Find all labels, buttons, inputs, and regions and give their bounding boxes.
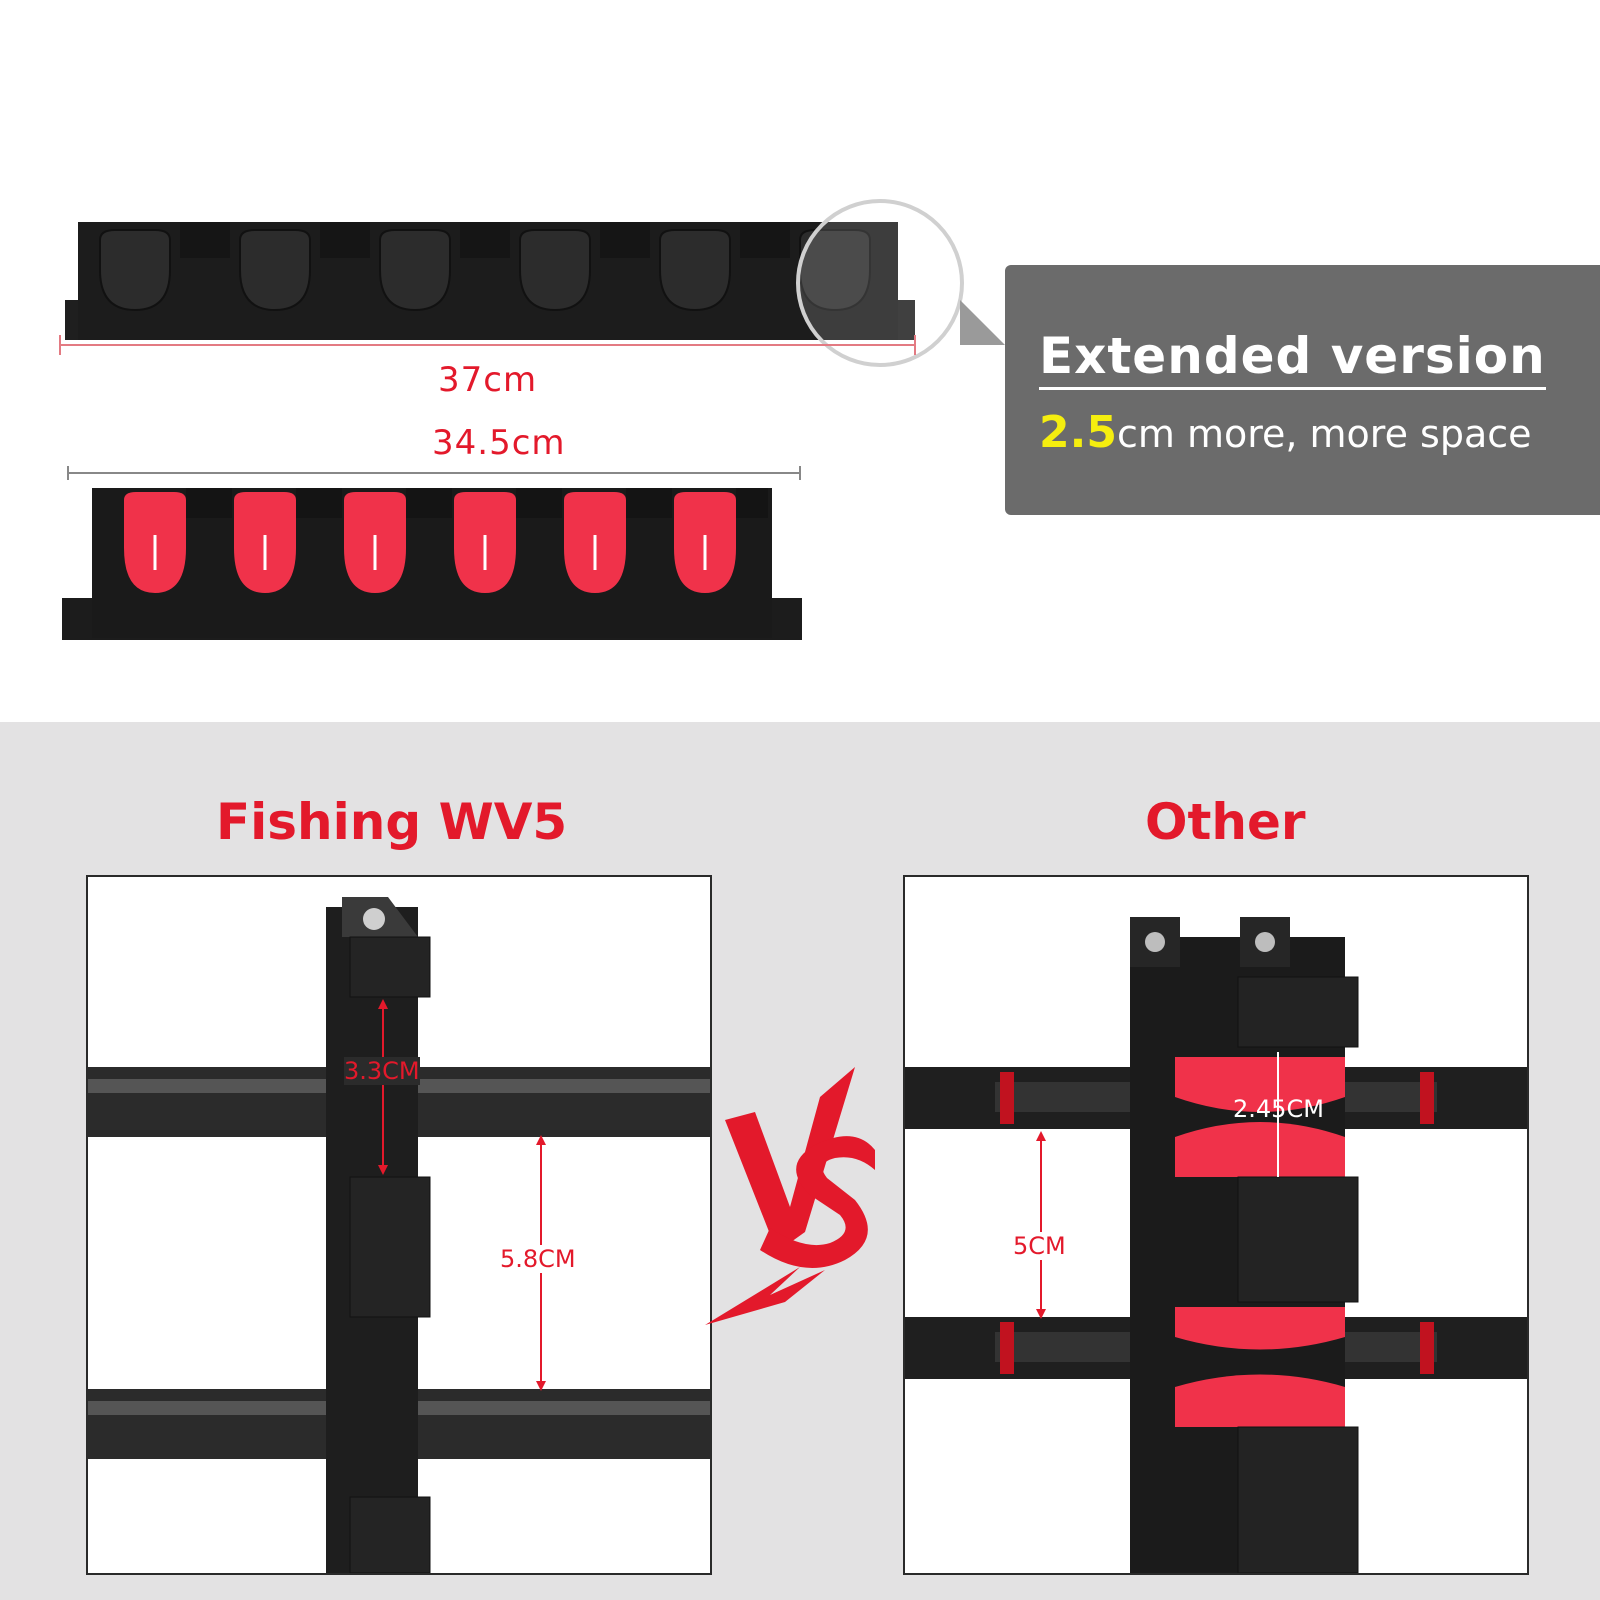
- extended-rack: [59, 199, 1005, 367]
- left-rack-photo: [88, 897, 710, 1573]
- right-spacing-label: 5CM: [1013, 1232, 1066, 1260]
- left-heading: Fishing WV5: [216, 793, 568, 851]
- callout-highlight-value: 2.5: [1039, 407, 1117, 458]
- left-photo-panel: 3.3CM 5.8CM: [86, 875, 712, 1575]
- callout-subtitle: 2.5cm more, more space: [1039, 407, 1532, 458]
- callout-title: Extended version: [1039, 327, 1546, 390]
- extended-version-callout: Extended version 2.5cm more, more space: [1005, 265, 1600, 515]
- rack-illustrations: [59, 199, 1005, 640]
- right-photo-panel: 2.45CM 5CM: [903, 875, 1529, 1575]
- right-heading: Other: [1145, 793, 1306, 851]
- callout-subtitle-rest: cm more, more space: [1116, 412, 1532, 456]
- extended-length-label: 37cm: [438, 360, 538, 400]
- left-spacing-label: 5.8CM: [500, 1245, 576, 1273]
- right-rack-photo: [905, 917, 1527, 1573]
- left-slot-gap-label: 3.3CM: [344, 1057, 420, 1085]
- standard-length-label: 34.5cm: [432, 423, 566, 463]
- right-slot-gap-label: 2.45CM: [1233, 1095, 1324, 1123]
- standard-rack: [62, 466, 802, 640]
